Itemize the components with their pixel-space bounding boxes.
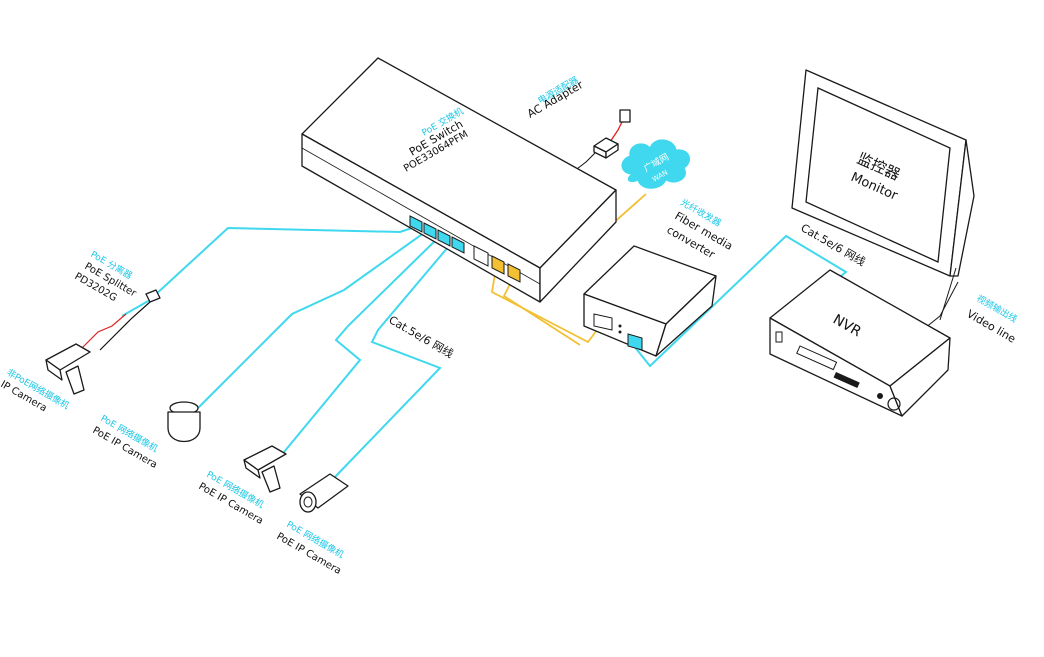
cable-switch-to-dome	[197, 229, 429, 409]
nvr: NVR	[769, 269, 951, 417]
ac-adapter: 电源适配器 AC Adapter	[525, 74, 631, 159]
monitor: 监控器 Monitor	[791, 69, 975, 321]
fiber-sfp1	[491, 267, 601, 344]
poe-splitter: PoE 分离器 PoE Splitter PD3202G	[73, 248, 161, 304]
camera-2: PoE 网络摄像机 PoE IP Camera	[91, 401, 201, 471]
wan-cloud: 广域网 WAN	[621, 139, 691, 189]
cable-splitter-out	[121, 299, 151, 317]
poe-switch: PoE 交换机 PoE Switch POE33064PFM	[301, 57, 617, 303]
cable-switch-to-cam4	[333, 239, 455, 479]
ac-adapter-label-en: AC Adapter	[525, 78, 586, 121]
switch-ethernet-ports	[409, 215, 521, 283]
camera-4: PoE 网络摄像机 PoE IP Camera	[275, 473, 349, 577]
ethernet-cables	[121, 225, 848, 479]
cable-label-mid: Cat.5e/6 网线	[387, 312, 457, 360]
camera-3: PoE 网络摄像机 PoE IP Camera	[197, 445, 287, 527]
splitter-power-red	[81, 313, 127, 349]
camera-1: 非PoE网络摄像机 IP Camera	[0, 343, 91, 414]
cable-switch-to-splitter	[153, 225, 419, 297]
power-plug-icon	[619, 109, 631, 123]
splitter-power-black	[99, 301, 151, 351]
cable-switch-to-cam3	[283, 235, 441, 453]
